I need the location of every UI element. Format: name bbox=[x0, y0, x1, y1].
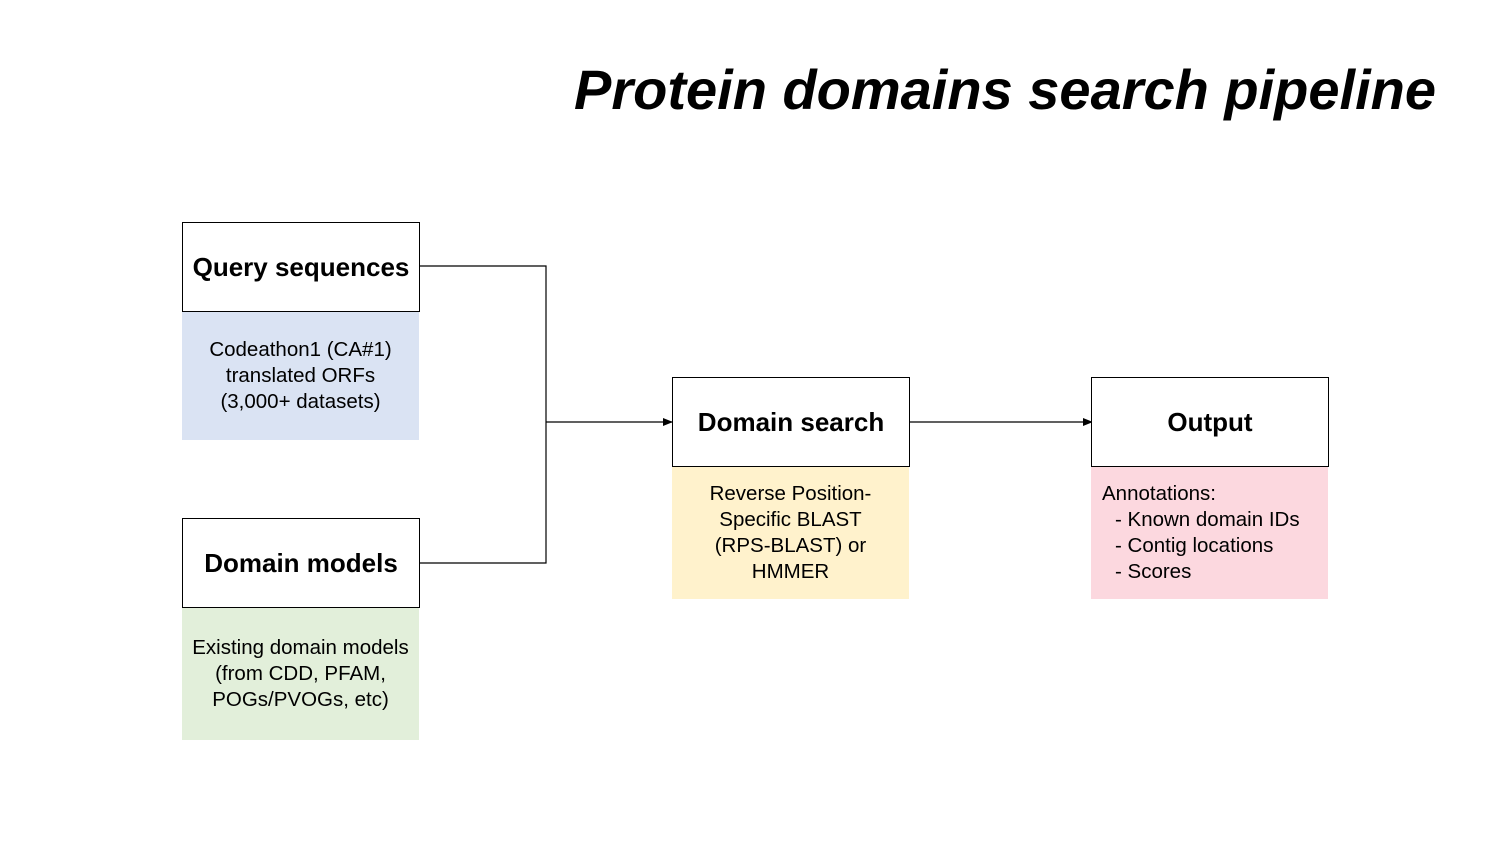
note-line: Specific BLAST bbox=[719, 508, 862, 531]
domain-models-label: Domain models bbox=[204, 548, 398, 578]
note-line: (3,000+ datasets) bbox=[220, 390, 381, 413]
note-heading: Annotations: bbox=[1102, 482, 1216, 505]
output-box: Output bbox=[1091, 377, 1329, 467]
query-sequences-label: Query sequences bbox=[192, 252, 410, 282]
note-line: HMMER bbox=[751, 560, 830, 583]
domain-search-box: Domain search bbox=[672, 377, 910, 467]
note-list-item: - Scores bbox=[1115, 560, 1192, 583]
domain-models-note: Existing domain models (from CDD, PFAM, … bbox=[182, 608, 419, 740]
connector-query-to-merge bbox=[420, 265, 547, 422]
page-title: Protein domains search pipeline bbox=[573, 58, 1436, 121]
domain-models-box: Domain models bbox=[182, 518, 420, 608]
note-line: Codeathon1 (CA#1) bbox=[209, 338, 392, 361]
domain-search-note: Reverse Position- Specific BLAST (RPS-BL… bbox=[672, 467, 909, 599]
note-line: Existing domain models bbox=[192, 636, 409, 659]
note-line: (RPS-BLAST) or bbox=[714, 534, 867, 557]
connector-models-to-merge bbox=[420, 422, 547, 564]
output-label: Output bbox=[1167, 407, 1253, 437]
output-note: Annotations: - Known domain IDs - Contig… bbox=[1091, 467, 1328, 599]
query-sequences-note: Codeathon1 (CA#1) translated ORFs (3,000… bbox=[182, 312, 419, 440]
note-line: (from CDD, PFAM, bbox=[215, 662, 386, 685]
note-list-item: - Known domain IDs bbox=[1115, 508, 1300, 531]
query-sequences-box: Query sequences bbox=[182, 222, 420, 312]
domain-search-label: Domain search bbox=[697, 407, 885, 437]
note-line: POGs/PVOGs, etc) bbox=[212, 688, 389, 711]
note-line: translated ORFs bbox=[225, 364, 376, 387]
note-line: Reverse Position- bbox=[709, 482, 872, 505]
note-list-item: - Contig locations bbox=[1115, 534, 1274, 557]
